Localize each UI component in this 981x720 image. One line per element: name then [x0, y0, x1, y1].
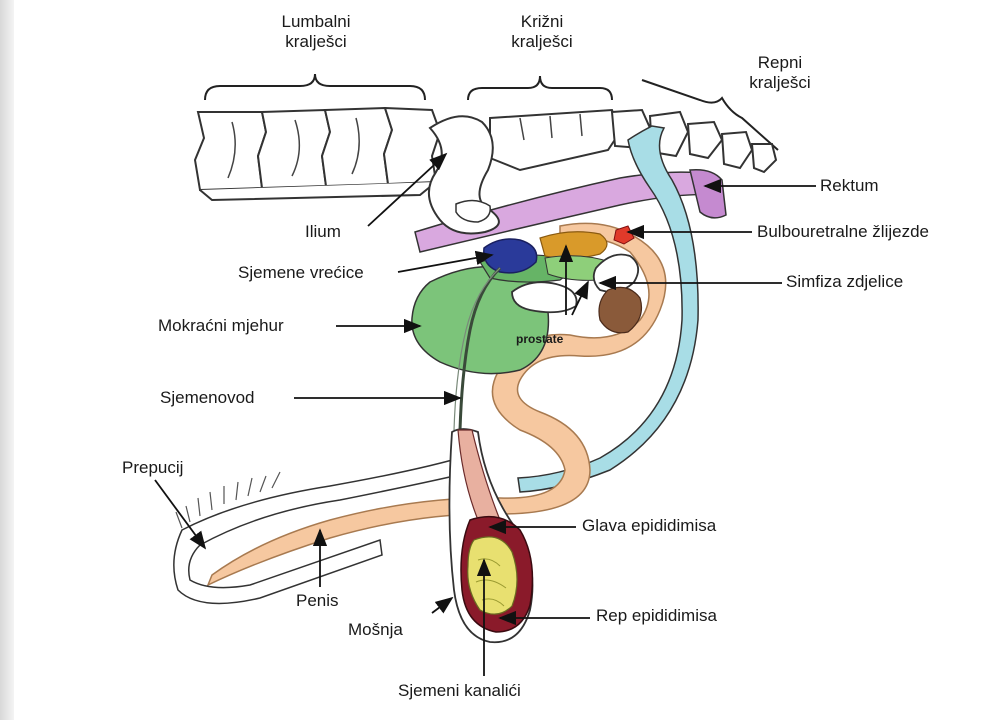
- label-bulbourethral-glands: Bulbouretralne žlijezde: [757, 222, 929, 242]
- label-pelvic-symphysis: Simfiza zdjelice: [786, 272, 903, 292]
- label-bladder: Mokraćni mjehur: [158, 316, 284, 336]
- label-seminiferous-tubules: Sjemeni kanalići: [398, 681, 521, 701]
- label-epididymis-head: Glava epididimisa: [582, 516, 716, 536]
- label-ilium: Ilium: [305, 222, 341, 242]
- label-vas-deferens: Sjemenovod: [160, 388, 255, 408]
- label-seminal-vesicles: Sjemene vrećice: [238, 263, 364, 283]
- rectum-end: [690, 170, 726, 218]
- label-epididymis-tail: Rep epididimisa: [596, 606, 717, 626]
- label-rectum: Rektum: [820, 176, 879, 196]
- label-prostate: prostate: [516, 329, 563, 349]
- label-penis: Penis: [296, 591, 339, 611]
- testis-shape: [468, 537, 517, 614]
- brown-gland: [599, 287, 642, 332]
- label-prepuce: Prepucij: [122, 458, 183, 478]
- prostate-shape: [540, 232, 607, 259]
- label-scrotum: Mošnja: [348, 620, 403, 640]
